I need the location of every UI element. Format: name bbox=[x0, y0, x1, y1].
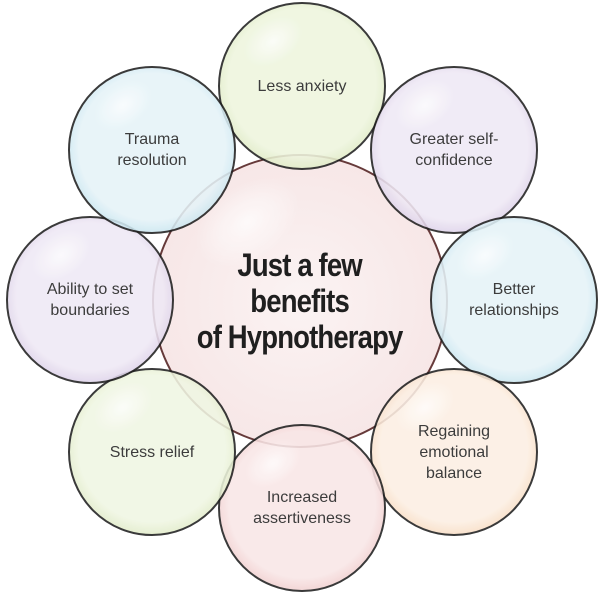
bubble-ability-to-set-boundaries: Ability to set boundaries bbox=[6, 216, 174, 384]
bubble-stress-relief: Stress relief bbox=[68, 368, 236, 536]
bubble-less-anxiety: Less anxiety bbox=[218, 2, 386, 170]
bubble-regaining-emotional-balance: Regaining emotional balance bbox=[370, 368, 538, 536]
benefit-label: Greater self- confidence bbox=[409, 131, 499, 169]
bubble-better-relationships: Better relationships bbox=[430, 216, 598, 384]
bubble-trauma-resolution: Trauma resolution bbox=[68, 66, 236, 234]
benefit-label: Ability to set boundaries bbox=[46, 281, 134, 319]
bubble-increased-assertiveness: Increased assertiveness bbox=[218, 424, 386, 592]
benefit-label: Stress relief bbox=[109, 443, 195, 461]
bubble-greater-self-confidence: Greater self- confidence bbox=[370, 66, 538, 234]
benefit-label: Increased assertiveness bbox=[253, 489, 351, 527]
center-title: Just a few benefits of Hypnotherapy bbox=[197, 247, 404, 355]
benefit-label: Trauma resolution bbox=[117, 131, 187, 169]
benefit-label: Less anxiety bbox=[257, 77, 347, 95]
benefit-label: Better relationships bbox=[469, 281, 559, 319]
benefit-label: Regaining emotional balance bbox=[417, 422, 491, 482]
highlight bbox=[233, 5, 312, 78]
